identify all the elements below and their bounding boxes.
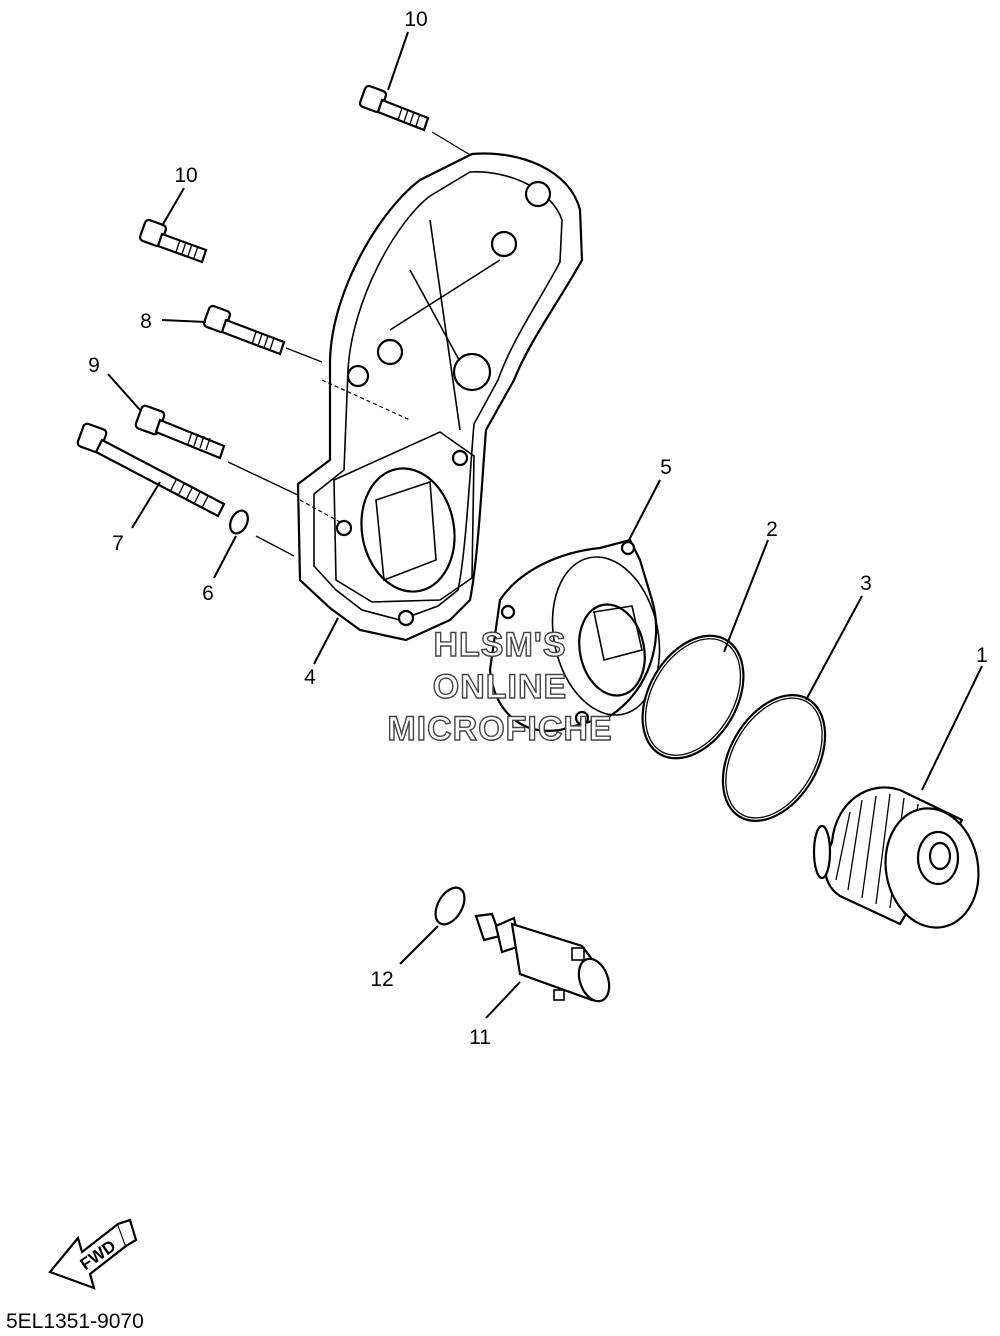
callout-1: 1 — [976, 644, 988, 667]
filter-cap-5 — [488, 538, 661, 732]
callout-12: 12 — [370, 968, 393, 991]
callout-5: 5 — [660, 456, 672, 479]
bolt-7 — [76, 422, 226, 518]
callout-11: 11 — [469, 1026, 491, 1049]
o-ring-2 — [641, 634, 745, 760]
diagram-code: 5EL1351-9070 — [6, 1310, 144, 1333]
cover-4 — [296, 152, 584, 642]
watermark-line-3: MICROFICHE — [387, 710, 612, 748]
callout-9: 9 — [88, 354, 100, 377]
bolt-10-left — [138, 218, 208, 264]
watermark-line-1: HLSM'S — [433, 626, 566, 664]
bolt-9 — [134, 404, 301, 497]
oil-filter-1 — [812, 786, 980, 929]
sensor-11 — [474, 912, 611, 1003]
watermark-line-2: ONLINE — [433, 668, 567, 706]
o-ring-6 — [229, 509, 295, 557]
callout-6: 6 — [202, 582, 214, 605]
bolt-10-top — [358, 84, 473, 157]
o-ring-3 — [721, 694, 827, 822]
bolt-8 — [202, 304, 323, 363]
o-ring-12 — [434, 886, 466, 926]
callout-4: 4 — [304, 666, 316, 689]
callout-8: 8 — [140, 310, 152, 333]
callout-3: 3 — [860, 572, 872, 595]
fwd-arrow: FWD — [48, 1218, 138, 1290]
callout-7: 7 — [112, 532, 124, 555]
callout-2: 2 — [766, 518, 778, 541]
callout-10-top: 10 — [404, 8, 427, 31]
callout-10-left: 10 — [174, 164, 197, 187]
